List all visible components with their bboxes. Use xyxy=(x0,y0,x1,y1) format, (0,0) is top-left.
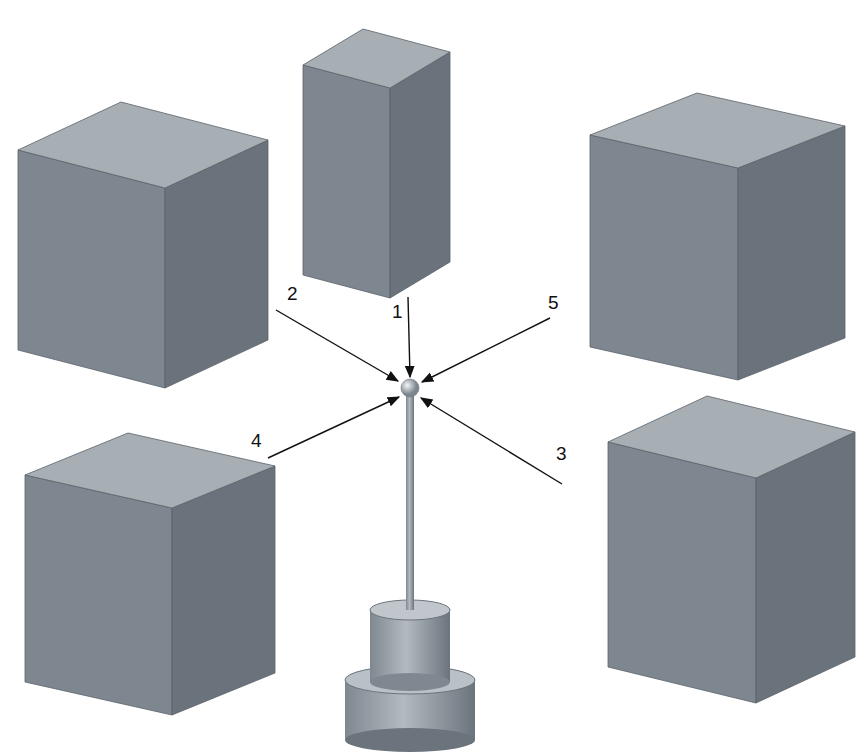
approach-arrow xyxy=(421,398,562,484)
callout-number: 1 xyxy=(392,302,403,321)
cube-block xyxy=(590,93,845,380)
approach-arrow xyxy=(408,297,410,377)
cube-block xyxy=(303,29,450,298)
callout-number: 4 xyxy=(251,431,262,450)
callout-number: 3 xyxy=(556,444,567,463)
cube-block xyxy=(18,102,268,388)
approach-arrow xyxy=(268,397,399,458)
approach-arrow xyxy=(276,310,398,381)
probe-sphere xyxy=(401,379,419,397)
cube-block xyxy=(25,433,275,715)
callout-number: 2 xyxy=(287,284,298,303)
callout-number: 5 xyxy=(548,293,559,312)
approach-arrow xyxy=(422,318,550,382)
cube-block xyxy=(608,396,855,703)
probe-base xyxy=(345,600,475,752)
stylus xyxy=(406,395,414,610)
